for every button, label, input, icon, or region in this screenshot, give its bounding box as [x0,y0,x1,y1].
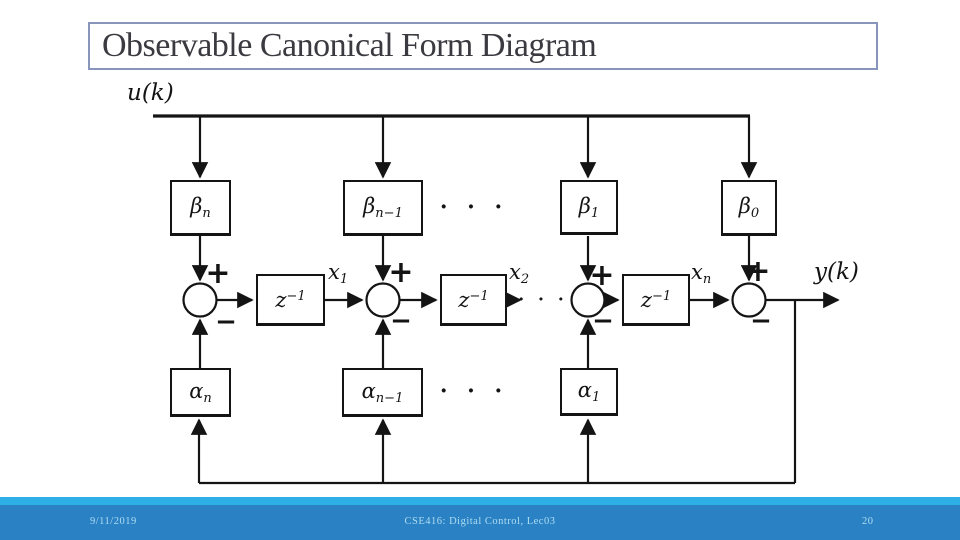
page-title: Observable Canonical Form Diagram [102,27,597,64]
ellipsis-alpha-row: · · · [439,378,509,404]
delay-label: z−1 [275,287,306,312]
beta-0-block: β0 [721,180,777,236]
plus-sign: + [205,256,231,291]
alpha-n1-label: αn−1 [361,378,404,406]
beta-1-label: β1 [578,193,600,221]
delay-label: z−1 [640,287,672,312]
footer-page-number: 20 [862,516,874,527]
delay-block-1: z−1 [256,274,325,326]
state-x1-label: x1 [328,260,349,287]
alpha-n-label: αn [189,378,212,406]
beta-n-block: βn [170,180,231,236]
minus-sign: − [215,307,237,337]
input-signal-label: u(k) [127,80,174,106]
beta-1-block: β1 [560,180,618,235]
ellipsis-state-chain: · · · [518,290,568,310]
sum-junction [731,282,767,318]
sum-junction [182,282,218,318]
sum-junctions [182,282,767,318]
output-signal-label: y(k) [814,259,859,285]
footer-course: CSE416: Digital Control, Lec03 [404,516,556,527]
delay-block-2: z−1 [440,274,507,326]
footer-bar: 9/11/2019 CSE416: Digital Control, Lec03… [0,505,960,540]
beta-n-label: βn [190,194,211,221]
state-x2-label: x2 [509,260,530,287]
plus-sign: + [745,254,771,289]
footer-accent-stripe [0,497,960,505]
minus-sign: − [592,306,614,336]
beta-n1-block: βn−1 [343,180,423,236]
alpha-n1-block: αn−1 [342,368,423,417]
footer-date: 9/11/2019 [90,516,137,527]
plus-sign: + [388,255,414,290]
plus-sign: + [589,258,615,293]
sum-junction [570,282,606,318]
alpha-1-label: α1 [577,378,601,405]
minus-sign: − [750,306,772,336]
state-xn-label: xn [691,260,712,287]
alpha-n-block: αn [170,368,231,417]
minus-sign: − [390,306,412,336]
delay-block-3: z−1 [622,274,690,326]
connector-lines [153,114,840,485]
title-box: Observable Canonical Form Diagram [88,22,878,70]
ellipsis-beta-row: · · · [439,194,509,220]
delay-label: z−1 [458,287,489,312]
beta-n1-label: βn−1 [363,194,403,221]
sum-junction [365,282,401,318]
alpha-1-block: α1 [560,368,618,416]
beta-0-label: β0 [738,194,760,221]
